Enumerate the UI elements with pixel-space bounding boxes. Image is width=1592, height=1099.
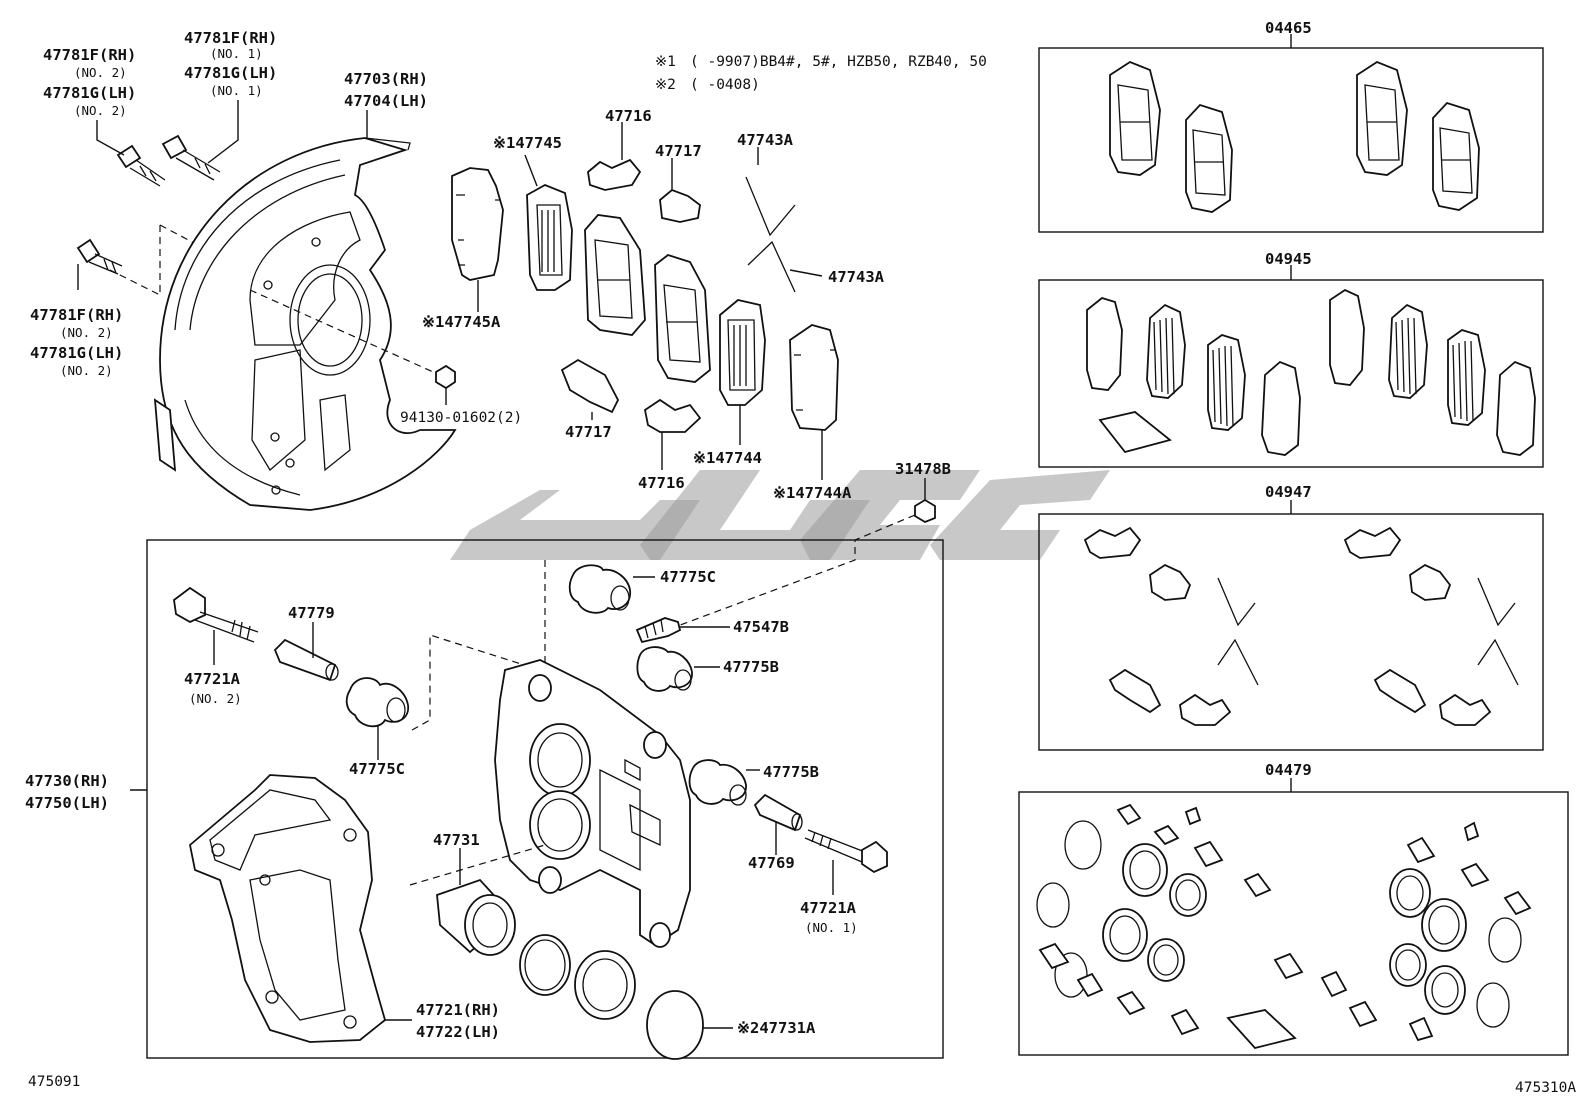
label-47781F-rh-no2: 47781F(RH) [43,46,136,64]
label-47704: 47704(LH) [344,92,428,110]
pad-47745 [451,167,504,281]
kit-04479-seals [1036,820,1522,1050]
bolt-47781-lower [76,238,123,275]
label-47745A: ※147745A [422,313,501,331]
clip-47716-upper [587,122,642,191]
label-47717-lower: 47717 [565,423,612,441]
seal-ring [519,934,571,996]
label-47717-upper: 47717 [655,142,702,160]
boot-47775C-lower [345,634,541,760]
note-2: ※2 ( -0408) [655,77,760,93]
label-47781G-lh-no2-sub: (NO. 2) [74,103,127,118]
bolt-47781-upper-left [116,144,166,187]
label-47781F-lower: 47781F(RH) [30,306,123,324]
label-47721A-no2-sub: (NO. 2) [189,691,242,706]
label-94130-01602: 94130-01602(2) [400,410,522,426]
label-47716-lower: 47716 [638,474,685,492]
kit-label-04947: 04947 [1265,483,1312,501]
ring-47731A [646,990,733,1060]
label-47744A: ※147744A [773,484,852,502]
pin-47769 [753,793,803,855]
label-47775C-upper: 47775C [660,568,716,586]
cap-31478B [639,478,936,641]
label-47781G-lh-no2: 47781G(LH) [43,84,136,102]
pad-inner-pair [584,214,711,383]
label-47731A: ※247731A [737,1019,816,1037]
label-47781F-lower-sub: (NO. 2) [60,325,113,340]
bolt-47781-upper-right [161,134,221,181]
figure-code-left: 475091 [28,1074,80,1090]
label-47775B-upper: 47775B [723,658,779,676]
label-47721A-no1-sub: (NO. 1) [805,920,858,935]
boot-47775B-lower [688,759,760,806]
label-47781G-lh-no1-sub: (NO. 1) [210,83,263,98]
label-47721A-no2: 47721A [184,670,241,688]
label-47547B: 47547B [733,618,789,636]
label-47722: 47722(LH) [416,1023,500,1041]
svg-text:( -9907)BB4#, 5#, HZB50,: ( -9907)BB4#, 5#, HZB50, RZB40, 50 [690,54,987,70]
label-47775C-lower: 47775C [349,760,405,778]
pad-47744A [789,324,839,480]
label-47730: 47730(RH) [25,772,109,790]
svg-text:※2: ※2 [655,77,676,93]
label-47781F-rh-no1: 47781F(RH) [184,29,277,47]
label-47716-upper: 47716 [605,107,652,125]
kit-box-04479 [1018,791,1569,1056]
kit-label-04945: 04945 [1265,250,1312,268]
spring-47743A [745,147,823,293]
boot-ring [574,950,636,1020]
shim-47745A-leader [477,154,538,312]
label-47769: 47769 [748,854,795,872]
boot-47775C-upper [544,560,655,665]
label-47781G-lower: 47781G(LH) [30,344,123,362]
kit-04945-pads [1086,288,1536,456]
svg-text:※1: ※1 [655,54,676,70]
kit-label-04465: 04465 [1265,19,1312,37]
clip-47716-lower [643,398,702,470]
kit-04465-pads [1109,60,1480,213]
leader-dust-cover [249,110,441,376]
label-47781F-rh-no2-sub: (NO. 2) [74,65,127,80]
label-47743A-upper: 47743A [737,131,794,149]
label-47781F-rh-no1-sub: (NO. 1) [210,46,263,61]
caliper-body-47730 [494,659,691,948]
pad-47744-lined-upper [526,184,573,291]
watermark-logo [450,470,1110,560]
kit-label-04479: 04479 [1265,761,1312,779]
label-47779: 47779 [288,604,335,622]
caliper-assembly-box [146,539,944,1059]
label-47750: 47750(LH) [25,794,109,812]
label-47731: 47731 [433,831,480,849]
label-47721A-no1: 47721A [800,899,857,917]
label-47745: ※147745 [493,134,562,152]
pin-47779 [273,622,339,682]
clip-47717-lower [560,358,620,420]
pad-47744-lined-lower [719,299,766,445]
label-47781G-lower-sub: (NO. 2) [60,363,113,378]
bolt-47721A-no2 [173,586,259,665]
piston-47731 [409,844,546,956]
label-47703: 47703(RH) [344,70,428,88]
note-1: ※1 ( -9907)BB4#, 5#, HZB50, RZB40, 50 [655,54,987,70]
label-47744: ※147744 [693,449,762,467]
bleeder-47547B [635,617,730,644]
mounting-bracket-47721 [189,774,412,1043]
nut-94130-01602 [435,364,456,405]
label-47721: 47721(RH) [416,1001,500,1019]
bolt-47721A-no1 [804,829,888,895]
dust-cover-47703 [153,137,457,511]
label-47743A-right: 47743A [828,268,885,286]
kit-04947-hardware [1083,526,1519,726]
svg-text:( -0408): ( -0408) [690,77,760,93]
boot-47775B-upper [636,646,720,692]
clip-47717-upper [659,158,701,223]
part-labels: 47781F(RH) (NO. 2) 47781G(LH) (NO. 2) 47… [25,19,1576,1096]
label-47775B-lower: 47775B [763,763,819,781]
kit-04479-boots [1038,803,1532,1042]
figure-code-right: 475310A [1515,1080,1576,1096]
label-47781G-lh-no1: 47781G(LH) [184,64,277,82]
label-31478B: 31478B [895,460,951,478]
